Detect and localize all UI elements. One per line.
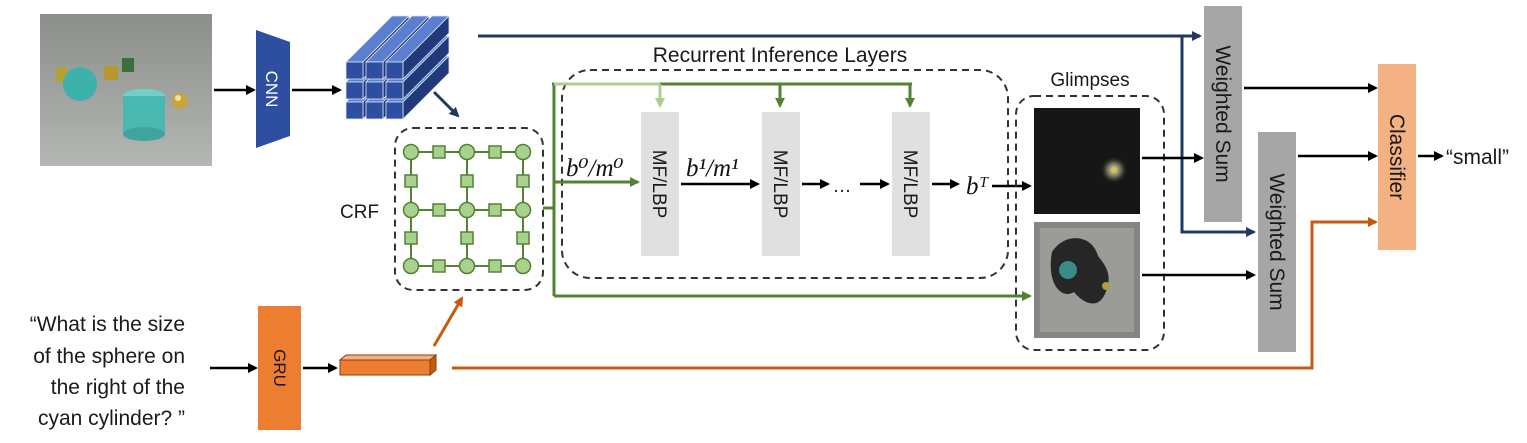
b1-m1-label: b¹/m¹ xyxy=(686,155,739,182)
question-line-2: of the sphere on xyxy=(33,345,185,368)
classifier-label: Classifier xyxy=(1385,114,1408,200)
weighted-sum-2-block: Weighted Sum xyxy=(1258,132,1296,352)
question-embedding-bar xyxy=(338,353,438,377)
crf-factor-node xyxy=(432,145,446,159)
crf-variable-node xyxy=(514,201,532,219)
crf-factor-node xyxy=(516,231,530,245)
crf-factor-node xyxy=(516,174,530,188)
crf-output-connections xyxy=(543,82,1032,301)
glimpses-label: Glimpses xyxy=(1050,70,1129,91)
crf-variable-node xyxy=(514,257,532,275)
cnn-block: CNN xyxy=(256,30,290,148)
question-text: “What is the size of the sphere on the r… xyxy=(30,313,185,430)
mf-lbp-label-2: MF/LBP xyxy=(769,150,790,219)
question-line-1: “What is the size xyxy=(30,313,185,336)
gru-block: GRU xyxy=(258,306,301,430)
bt-label: bᵀ xyxy=(966,173,990,200)
gru-label: GRU xyxy=(270,349,289,387)
arrow-embedding-to-classifier xyxy=(452,217,1378,370)
recurrent-inference-group: Recurrent Inference Layers xyxy=(561,44,1009,279)
mf-lbp-label-1: MF/LBP xyxy=(648,150,669,219)
glimpses-group: Glimpses xyxy=(1015,70,1165,351)
question-line-3: the right of the xyxy=(51,376,185,399)
crf-factor-node xyxy=(460,231,474,245)
recurrent-title: Recurrent Inference Layers xyxy=(653,44,907,67)
feature-map-icon xyxy=(345,15,450,120)
weighted-sum-2-label: Weighted Sum xyxy=(1265,173,1288,310)
crf-variable-node xyxy=(458,143,476,161)
crf-variable-node xyxy=(458,201,476,219)
question-line-4: cyan cylinder? ” xyxy=(38,407,185,430)
mf-lbp-block-1: MF/LBP xyxy=(641,112,679,256)
crf-variable-node xyxy=(514,143,532,161)
crf-variable-node xyxy=(458,257,476,275)
crf-variable-node xyxy=(402,143,420,161)
mf-lbp-label-3: MF/LBP xyxy=(899,150,920,219)
crf-factor-node xyxy=(432,259,446,273)
crf-variable-node xyxy=(402,257,420,275)
crf-factor-node xyxy=(432,203,446,217)
crf-group: CRF xyxy=(340,127,544,291)
feature-cuboid xyxy=(385,15,450,80)
answer-label: “small” xyxy=(1446,146,1509,169)
crf-factor-graph xyxy=(402,143,532,275)
glimpse-image-2 xyxy=(1034,222,1140,338)
weighted-sum-1-block: Weighted Sum xyxy=(1204,6,1242,222)
arrow-features-to-weighted-sum-2 xyxy=(1180,36,1256,237)
crf-factor-node xyxy=(404,174,418,188)
ellipsis-label: … xyxy=(833,176,852,197)
crf-factor-node xyxy=(488,259,502,273)
mf-lbp-block-3: MF/LBP xyxy=(892,112,930,256)
crf-variable-node xyxy=(402,201,420,219)
input-scene-image xyxy=(40,14,212,166)
crf-factor-node xyxy=(488,203,502,217)
crf-factor-node xyxy=(404,231,418,245)
crf-label: CRF xyxy=(340,202,379,223)
arrow-features-to-crf xyxy=(432,90,460,118)
classifier-block: Classifier xyxy=(1378,64,1416,250)
mf-lbp-block-2: MF/LBP xyxy=(762,112,800,256)
b0-m0-label: b⁰/m⁰ xyxy=(566,155,624,182)
cnn-label: CNN xyxy=(262,71,281,108)
crf-factor-node xyxy=(460,174,474,188)
weighted-sum-1-label: Weighted Sum xyxy=(1211,45,1234,182)
crf-factor-node xyxy=(488,145,502,159)
glimpse-image-1 xyxy=(1034,108,1140,214)
arrow-embedding-to-crf xyxy=(432,296,464,347)
